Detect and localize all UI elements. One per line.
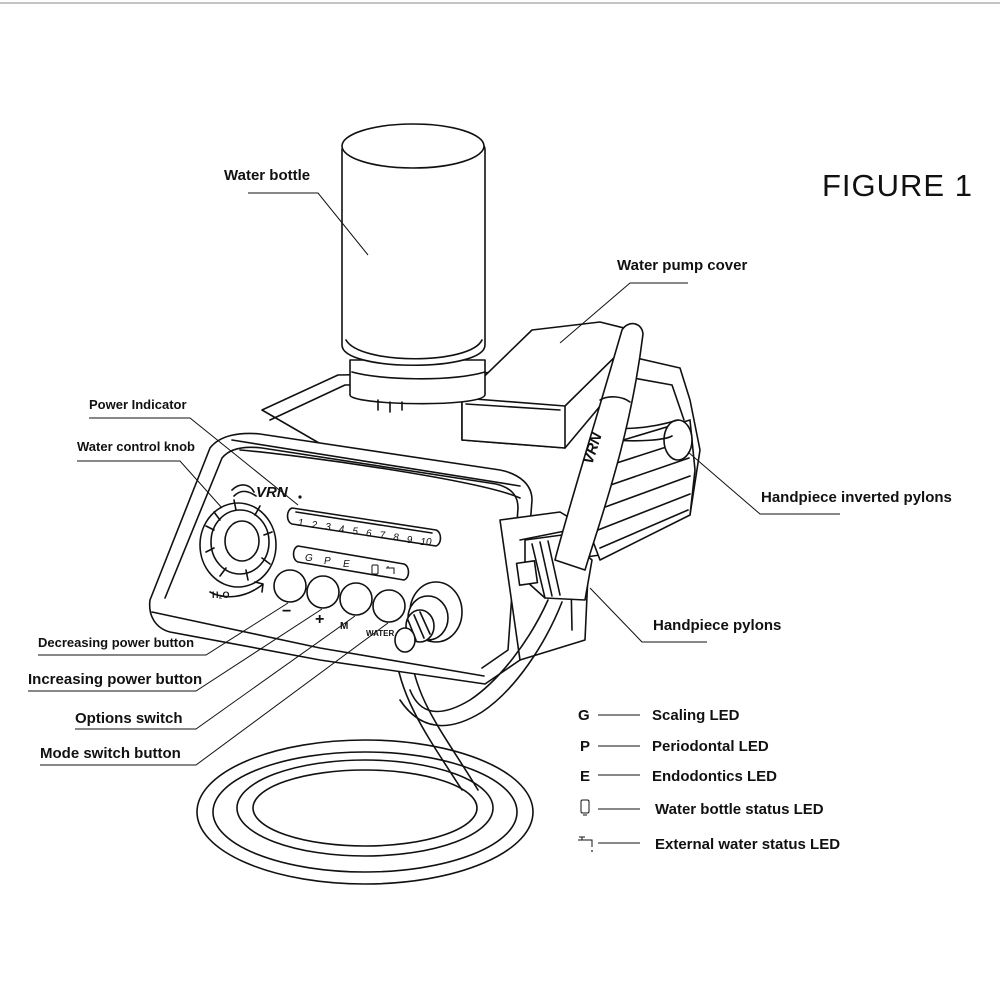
options-switch-button[interactable] [339, 582, 373, 616]
power-level-7: 7 [380, 531, 386, 542]
power-level-1: 1 [298, 518, 304, 529]
options-label: M [340, 621, 348, 632]
legend-row-endodontics: E Endodontics LED [580, 768, 777, 785]
legend-row-scaling: G Scaling LED [578, 707, 740, 724]
hose-connector [394, 581, 463, 653]
hose-coil [196, 647, 534, 885]
callout-water-bottle: Water bottle [224, 167, 310, 184]
knob-label: H₂O [212, 590, 230, 600]
legend-key: P [580, 738, 590, 755]
power-level-3: 3 [325, 522, 331, 533]
legend-row-periodontal: P Periodontal LED [580, 738, 769, 755]
power-level-2: 2 [311, 520, 318, 531]
legend-label: Scaling LED [652, 707, 740, 724]
mode-letter-e: E [343, 559, 350, 570]
power-level-9: 9 [407, 535, 413, 546]
handpiece: VRN [399, 322, 644, 727]
callout-handpiece-inverted-pylons: Handpiece inverted pylons [761, 489, 952, 506]
power-level-5: 5 [352, 526, 358, 537]
legend-row-external-water: External water status LED [578, 836, 840, 853]
water-control-knob[interactable]: H₂O [199, 499, 277, 600]
callout-handpiece-pylons: Handpiece pylons [653, 617, 781, 634]
increase-power-button[interactable] [306, 575, 340, 609]
legend-label: External water status LED [655, 836, 840, 853]
water-bottle-icon [580, 799, 590, 816]
plus-label: + [315, 611, 324, 628]
decrease-power-button[interactable] [273, 569, 307, 603]
power-level-8: 8 [393, 533, 399, 544]
panel-faucet-icon [386, 566, 395, 574]
figure-title: FIGURE 1 [822, 168, 973, 203]
power-level-10: 10 [420, 537, 432, 548]
front-buttons: − + M WATER [273, 569, 406, 638]
power-level-4: 4 [339, 524, 345, 535]
callout-mode-switch: Mode switch button [40, 745, 181, 762]
callouts: Water bottle Water pump cover Power Indi… [28, 167, 952, 766]
water-button-label: WATER [366, 629, 395, 638]
mode-switch-button[interactable] [372, 589, 406, 623]
callout-options-switch: Options switch [75, 710, 183, 727]
panel-logo: VRN [231, 484, 289, 501]
callout-water-control-knob: Water control knob [77, 439, 195, 454]
callout-water-pump-cover: Water pump cover [617, 257, 747, 274]
callout-decreasing-power: Decreasing power button [38, 635, 194, 650]
legend-label: Periodontal LED [652, 738, 769, 755]
callout-increasing-power: Increasing power button [28, 671, 202, 688]
power-level-6: 6 [366, 529, 372, 540]
led-legend: G Scaling LED P Periodontal LED E Endodo… [578, 707, 840, 853]
water-bottle [341, 123, 486, 413]
faucet-icon [578, 836, 593, 852]
legend-key: E [580, 768, 590, 785]
callout-power-indicator: Power Indicator [89, 397, 187, 412]
panel-brand: VRN [256, 484, 289, 501]
legend-row-water-bottle: Water bottle status LED [580, 799, 824, 818]
device-illustration: VRN H₂O VRN [148, 123, 701, 885]
minus-label: − [282, 603, 291, 620]
legend-label: Water bottle status LED [655, 801, 824, 818]
panel-bottle-icon [371, 564, 379, 575]
mode-letter-g: G [305, 553, 313, 564]
mode-letter-p: P [324, 556, 331, 567]
legend-label: Endodontics LED [652, 768, 777, 785]
legend-key: G [578, 707, 590, 724]
